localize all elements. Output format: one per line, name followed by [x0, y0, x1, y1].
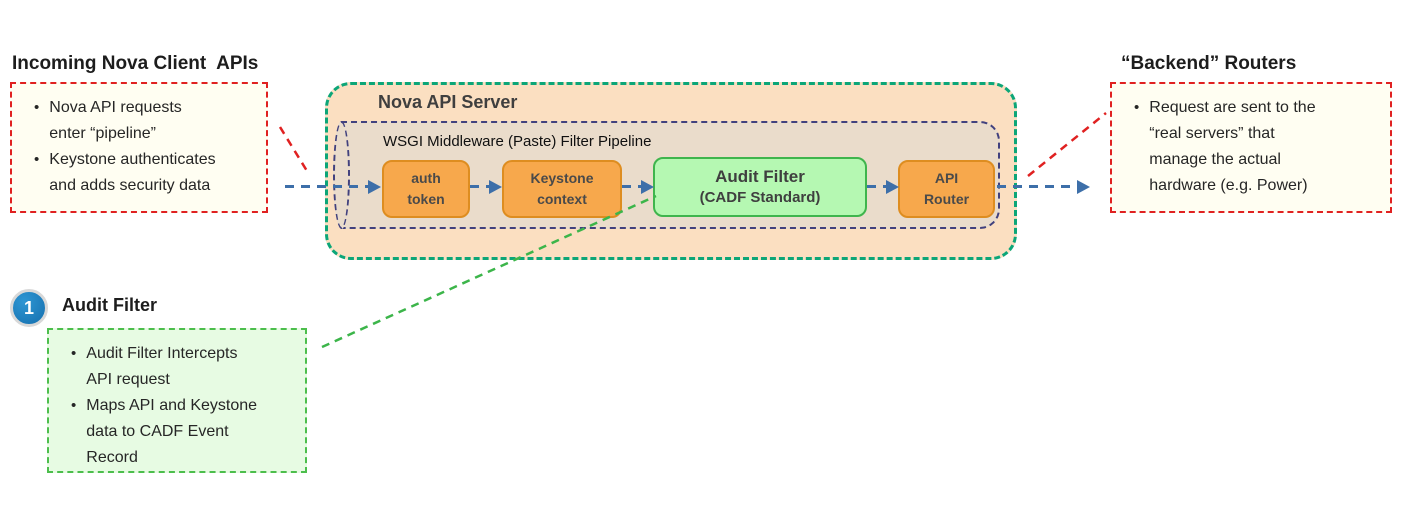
backend-routers-note: Request are sent to the “real servers” t… [1110, 82, 1392, 213]
note-bullet: Nova API requests enter “pipeline” [26, 95, 260, 147]
callout-line-incoming [278, 126, 309, 172]
step-1-number: 1 [23, 297, 34, 318]
note-bullet-text: Audit Filter Intercepts API request [86, 345, 238, 388]
flow-arrowhead-audit-router [886, 180, 899, 194]
note-bullet-text: Maps API and Keystone data to CADF Event… [86, 397, 258, 466]
stage-auth-token-label: auth token [407, 170, 445, 207]
stage-api-router-label: API Router [923, 170, 970, 207]
incoming-apis-heading: Incoming Nova Client APIs [12, 53, 259, 74]
wsgi-pipeline-left-cap [333, 121, 350, 229]
flow-line-out [997, 185, 1077, 188]
note-bullet: Audit Filter Intercepts API request [63, 341, 299, 393]
flow-arrowhead-auth-keystone [489, 180, 502, 194]
stage-audit-filter-title: Audit Filter [715, 167, 805, 186]
stage-api-router: API Router [898, 160, 995, 218]
note-bullet: Maps API and Keystone data to CADF Event… [63, 393, 299, 471]
flow-line-in [285, 185, 368, 188]
note-bullet: Keystone authenticates and adds security… [26, 147, 260, 199]
wsgi-pipeline-label: WSGI Middleware (Paste) Filter Pipeline [383, 133, 652, 150]
backend-routers-heading: “Backend” Routers [1121, 53, 1297, 74]
audit-filter-callout-heading: Audit Filter [62, 295, 157, 315]
nova-api-server-title: Nova API Server [378, 92, 518, 112]
stage-auth-token: auth token [382, 160, 470, 218]
note-bullet-text: Nova API requests enter “pipeline” [49, 99, 182, 142]
incoming-apis-note: Nova API requests enter “pipeline” Keyst… [10, 82, 268, 213]
flow-arrowhead-keystone-audit [641, 180, 654, 194]
stage-audit-filter: Audit Filter (CADF Standard) [653, 157, 867, 217]
note-bullet-text: Request are sent to the “real servers” t… [1149, 99, 1316, 194]
audit-filter-callout-note: Audit Filter Intercepts API request Maps… [47, 328, 307, 473]
flow-line-auth-keystone [470, 185, 491, 188]
stage-keystone-context-label: Keystone context [530, 170, 594, 207]
note-bullet-text: Keystone authenticates and adds security… [49, 151, 216, 194]
note-bullet: Request are sent to the “real servers” t… [1126, 95, 1384, 199]
flow-line-keystone-audit [622, 185, 643, 188]
flow-arrowhead-in [368, 180, 381, 194]
flow-line-audit-router [867, 185, 888, 188]
flow-arrowhead-out [1077, 180, 1090, 194]
stage-audit-filter-subtitle: (CADF Standard) [699, 189, 821, 206]
step-1-badge-icon: 1 [10, 289, 48, 327]
callout-line-backend [1027, 112, 1107, 177]
stage-keystone-context: Keystone context [502, 160, 622, 218]
